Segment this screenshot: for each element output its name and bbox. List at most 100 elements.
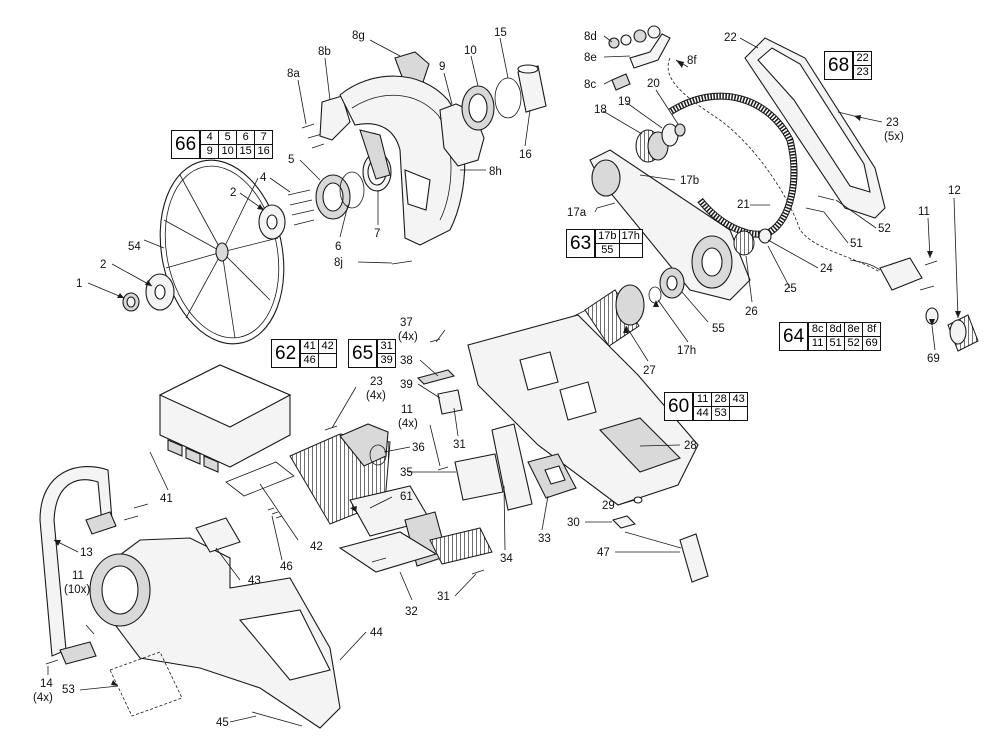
kit-62-item: 41 (300, 340, 318, 353)
kit-64-item: 51 (826, 336, 845, 350)
label-32: 32 (405, 606, 418, 618)
kit-60: 60 11 28 43 44 53 (664, 392, 749, 421)
kit-66-item: 16 (254, 144, 273, 158)
label-44: 44 (370, 627, 383, 639)
kit-60-item: 28 (711, 393, 729, 406)
label-23-qty: (5x) (884, 131, 904, 143)
label-25: 25 (784, 283, 797, 295)
gasket-42 (225, 461, 295, 497)
kit-65-item: 39 (377, 353, 396, 367)
kit-64: 64 8c 8d 8e 8f 11 51 52 69 (779, 322, 882, 351)
label-31b: 31 (437, 591, 450, 603)
label-8g: 8g (352, 30, 365, 42)
kit-66-item: 7 (254, 131, 272, 144)
label-7: 7 (374, 228, 380, 240)
kit-64-item: 8c (808, 323, 826, 336)
trigger-assembly-33 (527, 453, 577, 499)
label-11-center-qty: (4x) (398, 418, 418, 430)
kit-63-item: 55 (595, 243, 619, 257)
label-31a: 31 (453, 439, 466, 451)
kit-66-item: 5 (218, 131, 236, 144)
hose-fittings-8d (608, 25, 661, 49)
label-6: 6 (335, 241, 341, 253)
washer-25 (758, 228, 772, 244)
label-18: 18 (594, 104, 607, 116)
label-24: 24 (820, 263, 833, 275)
kit-62-item: 42 (318, 340, 336, 353)
guard-latch-8b (319, 95, 351, 141)
left-housing-44 (89, 537, 341, 729)
label-38: 38 (400, 355, 413, 367)
label-29: 29 (602, 500, 615, 512)
ring-15 (494, 77, 522, 119)
kit-63-number: 63 (567, 230, 596, 257)
label-8e: 8e (584, 52, 597, 64)
label-11-handle: 11 (72, 570, 84, 582)
label-10: 10 (464, 45, 477, 57)
bearing-10 (461, 85, 495, 131)
label-43: 43 (248, 575, 261, 587)
nut-20 (674, 123, 686, 137)
kit-64-item: 52 (844, 336, 863, 350)
label-28: 28 (684, 440, 697, 452)
kit-68-item: 22 (853, 52, 871, 65)
bracket-30 (611, 515, 637, 529)
label-37-qty: (4x) (398, 331, 418, 343)
label-45: 45 (216, 717, 229, 729)
label-27: 27 (643, 365, 656, 377)
label-52: 52 (878, 223, 891, 235)
label-8f: 8f (687, 55, 697, 67)
label-26: 26 (745, 306, 758, 318)
kit-60-item: 53 (711, 406, 730, 420)
label-34: 34 (500, 553, 513, 565)
kit-65-item: 31 (377, 340, 395, 353)
screws-37 (429, 338, 441, 343)
kit-60-item: 11 (693, 393, 711, 406)
label-8d: 8d (584, 31, 597, 43)
label-13: 13 (80, 547, 93, 559)
label-11-top: 11 (918, 206, 930, 218)
screws-11-center (437, 466, 449, 471)
belt-cover-22 (744, 37, 886, 219)
spring-46 (267, 507, 283, 519)
kit-66: 66 4 5 6 7 9 10 15 16 (171, 130, 274, 159)
label-4: 4 (260, 172, 267, 184)
switch-plate-39 (437, 389, 463, 415)
pulley-26 (733, 230, 755, 256)
label-11-center: 11 (401, 404, 413, 416)
plate-35 (454, 453, 504, 501)
kit-66-item: 6 (236, 131, 254, 144)
label-19: 19 (618, 96, 631, 108)
kit-62-item (318, 353, 337, 367)
label-2b: 2 (230, 187, 236, 199)
controller-module (429, 527, 493, 565)
label-15: 15 (494, 27, 507, 39)
kit-60-number: 60 (665, 393, 694, 420)
label-17a: 17a (567, 207, 587, 219)
insulation-sheet-32 (338, 531, 438, 573)
screws-4 (287, 189, 315, 226)
label-54: 54 (128, 241, 141, 253)
screw-51 (805, 207, 825, 213)
motor-housing-28 (467, 314, 699, 506)
screws-31 (471, 569, 485, 575)
label-42: 42 (310, 541, 323, 553)
label-21: 21 (737, 199, 750, 211)
kit-66-item: 9 (200, 144, 219, 158)
part-labels: 1 2 2 4 5 6 7 8a 8b 8g 8h 8j 9 10 15 16 … (33, 27, 961, 729)
screwdriver-45 (251, 711, 303, 727)
blade-guard-8h (339, 75, 466, 246)
kit-68: 68 22 23 (824, 51, 873, 80)
label-22: 22 (724, 32, 737, 44)
arbor-bolt (122, 292, 140, 312)
label-16: 16 (519, 149, 532, 161)
kit-63-item: 17b (595, 230, 618, 243)
label-69: 69 (927, 353, 940, 365)
bearing-5 (315, 174, 351, 220)
screws-14 (45, 659, 59, 665)
label-9: 9 (439, 61, 445, 73)
kit-68-number: 68 (825, 52, 854, 79)
label-14-qty: (4x) (33, 692, 53, 704)
kit-66-number: 66 (172, 131, 201, 158)
